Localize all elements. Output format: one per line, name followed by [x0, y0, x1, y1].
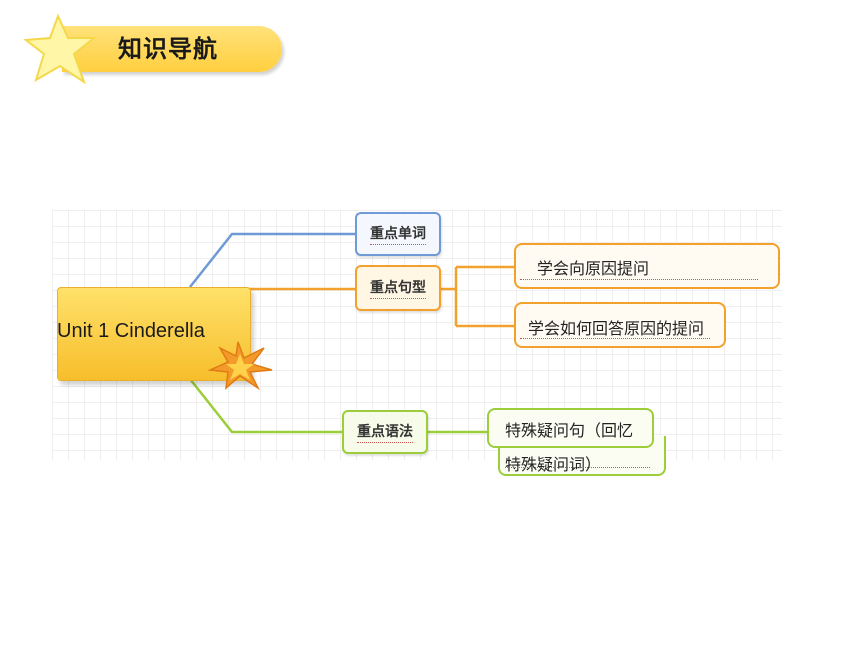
dotted-underline	[520, 279, 758, 280]
dotted-underline	[520, 338, 710, 339]
leaf-node-wh-questions	[487, 408, 654, 448]
branch-label-key-words: 重点单词	[370, 223, 426, 245]
leaf-label-answer-reason: 学会如何回答原因的提问	[528, 319, 705, 338]
header-banner	[62, 26, 282, 72]
branch-node-key-sentences: 重点句型	[355, 265, 441, 311]
branch-node-key-grammar: 重点语法	[342, 410, 428, 454]
leaf-label-ask-reason: 学会向原因提问	[537, 259, 650, 278]
connector-vocab	[189, 232, 355, 288]
branch-node-key-words: 重点单词	[355, 212, 441, 256]
leaf-label-wh-questions-line2: 特殊疑问词）	[505, 455, 602, 474]
star-icon	[24, 13, 97, 85]
leaf-node-answer-reason	[514, 302, 726, 348]
leaf-node-ask-reason	[514, 243, 780, 289]
connector-grammar	[189, 378, 342, 434]
dotted-underline	[505, 467, 650, 468]
mindmap-root-label: Unit 1 Cinderella	[57, 320, 205, 342]
page-title: 知识导航	[118, 35, 218, 63]
connector-sentence-leaves	[441, 265, 514, 328]
branch-label-key-sentences: 重点句型	[370, 277, 426, 299]
star-burst-icon	[208, 341, 273, 390]
leaf-label-wh-questions-line1: 特殊疑问句（回忆	[505, 421, 634, 440]
branch-label-key-grammar: 重点语法	[357, 421, 413, 443]
